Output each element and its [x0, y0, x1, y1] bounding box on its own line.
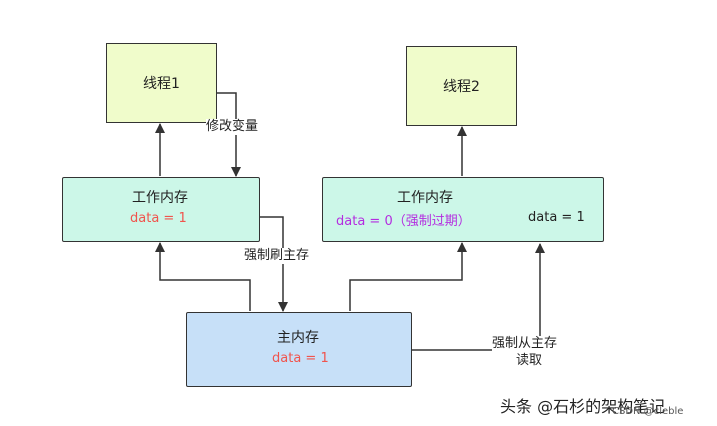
thread2-box: 线程2 [406, 46, 517, 126]
main-memory-value: data = 1 [272, 351, 329, 366]
main-memory-title: 主内存 [277, 330, 319, 346]
thread1-box: 线程1 [106, 43, 217, 123]
watermark-main: 头条 @石杉的架构笔记 [500, 397, 666, 416]
work-memory-right-old-value: data = 0（强制过期） [336, 214, 471, 229]
work-memory-left-title: 工作内存 [132, 190, 188, 206]
main-to-right-work-arrow [349, 242, 467, 311]
force-read-label-line2: 读取 [516, 353, 543, 368]
work-memory-left: 工作内存 data = 1 [62, 177, 260, 242]
watermark-small: CSDN @cleble [612, 406, 684, 417]
modify-variable-arrow [217, 92, 241, 177]
force-read-arrow [412, 243, 545, 351]
thread2-label: 线程2 [443, 79, 480, 95]
work-memory-right-title: 工作内存 [397, 190, 453, 206]
thread1-label: 线程1 [143, 76, 180, 92]
work-memory-left-value: data = 1 [130, 211, 187, 226]
force-flush-label: 强制刷主存 [244, 248, 310, 264]
main-memory-box: 主内存 data = 1 [186, 312, 412, 387]
modify-variable-label: 修改变量 [206, 119, 259, 135]
main-to-left-work-arrow [155, 242, 251, 311]
work-memory-right: 工作内存 data = 0（强制过期） data = 1 [322, 177, 604, 242]
force-read-label-line1: 强制从主存 [492, 336, 558, 352]
work-memory-right-new-value: data = 1 [528, 210, 585, 225]
force-flush-arrow [260, 216, 288, 312]
